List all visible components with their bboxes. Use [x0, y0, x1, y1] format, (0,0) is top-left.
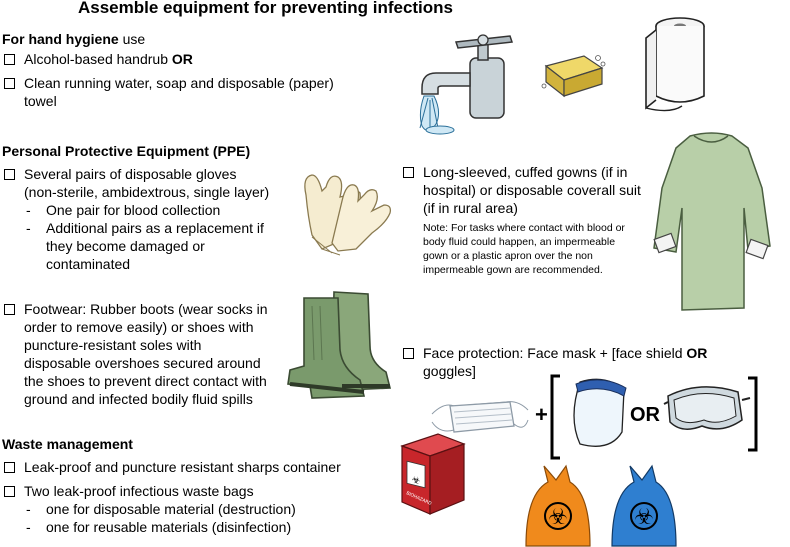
svg-text:☣: ☣: [548, 505, 568, 530]
soap-icon: [541, 55, 606, 98]
water-text-line1: Clean running water, soap and disposable…: [24, 75, 334, 91]
hand-hygiene-heading-bold: For hand hygiene: [2, 31, 119, 47]
dash: -: [26, 220, 31, 236]
gown-icon: [653, 132, 771, 311]
faucet-icon: [419, 34, 514, 135]
foot-line1: Footwear: Rubber boots (wear socks in: [24, 301, 268, 317]
note-line1: Note: For tasks where contact with blood…: [423, 222, 625, 234]
goggles-icon: [663, 376, 758, 452]
foot-line3: puncture-resistant soles with: [24, 337, 202, 353]
gown-text-line2: hospital) or disposable coverall suit: [423, 182, 641, 198]
blue-biohazard-bag-icon: ☣: [611, 464, 677, 547]
note-line4: impermeable gown are recommended.: [423, 264, 603, 276]
waste-item2: Two leak-proof infectious waste bags: [24, 483, 254, 499]
note-line3: gown or a plastic apron over the non: [423, 250, 593, 262]
checkbox: [4, 462, 15, 473]
checkbox: [4, 54, 15, 65]
handrub-or: OR: [171, 51, 193, 67]
face-line1: Face protection: Face mask + [face shiel…: [423, 345, 683, 361]
checkbox: [4, 486, 15, 497]
svg-text:☣: ☣: [412, 474, 421, 487]
list-item: Face protection: Face mask + [face shiel…: [423, 344, 707, 380]
hand-hygiene-heading: For hand hygiene use: [2, 30, 145, 48]
svg-text:☣: ☣: [634, 505, 654, 530]
foot-line4: disposable overshoes secured around: [24, 355, 261, 371]
or-word: OR: [630, 404, 660, 426]
foot-line5: the shoes to prevent direct contact with: [24, 373, 267, 389]
gown-note: Note: For tasks where contact with blood…: [423, 221, 625, 277]
face-line2: goggles]: [423, 363, 476, 379]
gown-text-line3: (if in rural area): [423, 200, 518, 216]
list-item: Alcohol-based handrub OR: [24, 50, 193, 68]
gloves-sub2-line3: contaminated: [46, 256, 131, 272]
gown-text-line1: Long-sleeved, cuffed gowns (if in: [423, 164, 628, 180]
foot-line2: order to remove easily) or shoes with: [24, 319, 254, 335]
waste-item1: Leak-proof and puncture resistant sharps…: [24, 459, 341, 475]
face-mask-icon: [431, 401, 529, 433]
checkbox: [4, 304, 15, 315]
water-text-line2: towel: [24, 93, 57, 109]
dash: -: [26, 501, 31, 517]
checkbox: [403, 167, 414, 178]
gloves-text-line2: (non-sterile, ambidextrous, single layer…: [24, 184, 270, 200]
face-or: OR: [686, 345, 708, 361]
page-title: Assemble equipment for preventing infect…: [78, 0, 454, 17]
gloves-icon: [304, 174, 392, 256]
foot-line6: ground and infected bodily fluid spills: [24, 391, 253, 407]
gloves-text-line1: Several pairs of disposable gloves: [24, 166, 237, 182]
orange-biohazard-bag-icon: ☣: [525, 464, 591, 547]
boots-icon: [287, 291, 392, 399]
list-item: Clean running water, soap and disposable…: [24, 74, 334, 110]
handrub-text: Alcohol-based handrub: [24, 51, 168, 67]
list-item: Footwear: Rubber boots (wear socks in or…: [24, 300, 268, 408]
dash: -: [26, 202, 31, 218]
dash: -: [26, 519, 31, 535]
sharps-container-icon: ☣ BIOHAZARD: [400, 433, 466, 515]
waste-sub2: one for reusable materials (disinfection…: [46, 519, 292, 535]
list-item: Long-sleeved, cuffed gowns (if in hospit…: [423, 163, 655, 217]
plus-sign: +: [535, 402, 548, 427]
ppe-heading: Personal Protective Equipment (PPE): [2, 143, 251, 159]
waste-heading: Waste management: [2, 436, 133, 452]
gloves-sub1: One pair for blood collection: [46, 202, 221, 218]
paper-towel-icon: [645, 17, 705, 112]
hand-hygiene-heading-rest: use: [118, 31, 146, 47]
gloves-sub2-line1: Additional pairs as a replacement if: [46, 220, 264, 236]
checkbox: [4, 78, 15, 89]
waste-sub1: one for disposable material (destruction…: [46, 501, 296, 517]
gloves-sub2-line2: they become damaged or: [46, 238, 205, 254]
face-shield-icon: [550, 374, 627, 460]
list-item: Several pairs of disposable gloves (non-…: [24, 165, 269, 201]
checkbox: [4, 169, 15, 180]
gloves-sub2: Additional pairs as a replacement if the…: [46, 219, 264, 273]
checkbox: [403, 348, 414, 359]
note-line2: body fluid could happen, an impermeable: [423, 236, 616, 248]
